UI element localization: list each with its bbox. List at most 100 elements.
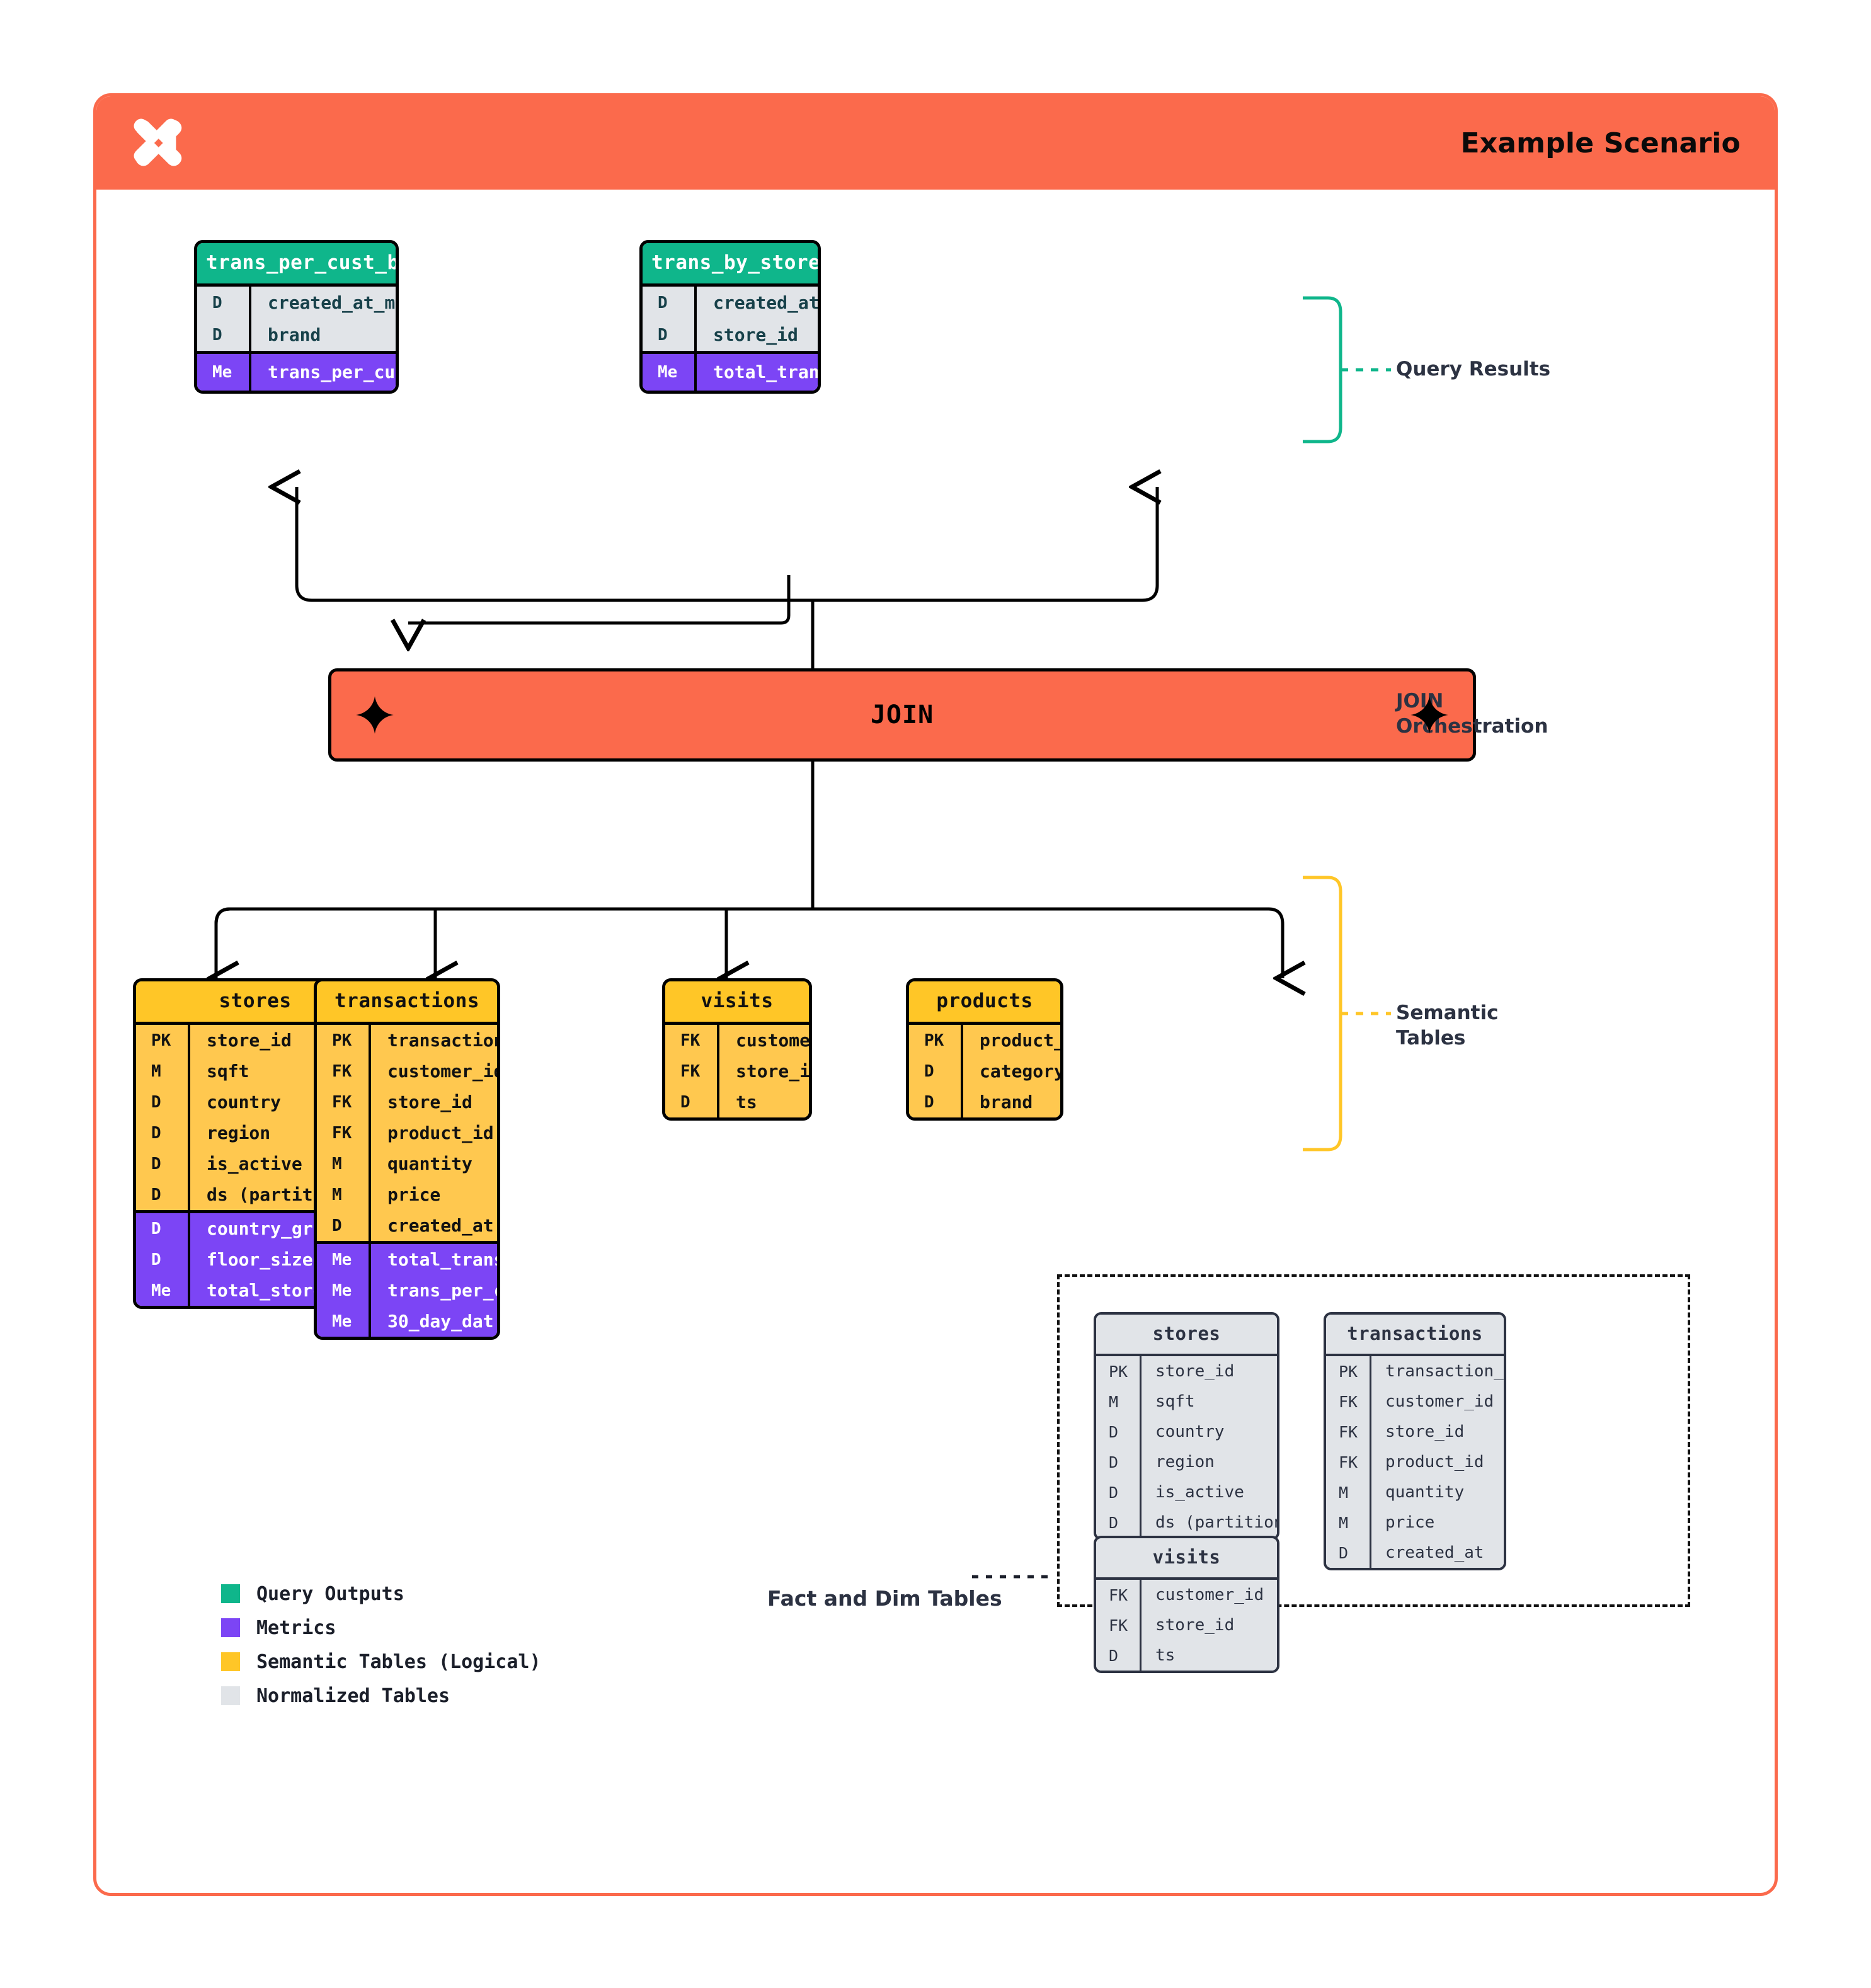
column-name: store_id <box>736 1060 811 1082</box>
column-name: store_id <box>387 1091 472 1112</box>
table-header: trans_per_cust_by_brand_month <box>197 243 396 283</box>
column-kind: D <box>643 287 697 319</box>
dimension-section: D created_at_day D store_id <box>643 283 818 351</box>
column-kind: M <box>1326 1507 1371 1538</box>
table-header: visits <box>1096 1538 1277 1577</box>
column-kind: FK <box>317 1117 371 1148</box>
column-name: category <box>980 1060 1063 1082</box>
column-kind: D <box>1096 1640 1141 1671</box>
query-result-table-trans-by-store-day[interactable]: trans_by_store_day D created_at_day D st… <box>639 240 821 394</box>
x-mark-logo-icon <box>134 118 182 166</box>
column-name: ds (partition) <box>1155 1513 1277 1532</box>
table-row: D created_at_month <box>197 287 396 319</box>
column-kind: D <box>1096 1477 1141 1507</box>
column-name: customer_id <box>387 1060 500 1082</box>
sparkle-icon <box>356 696 394 734</box>
column-kind: M <box>136 1056 190 1087</box>
table-row: PK store_id <box>1096 1356 1277 1386</box>
column-name: ts <box>736 1091 757 1112</box>
column-name: created_at_day <box>713 292 820 313</box>
column-name: quantity <box>387 1153 472 1174</box>
column-name: store_id <box>1155 1362 1235 1381</box>
column-kind: D <box>909 1056 963 1087</box>
legend-label: Query Outputs <box>256 1582 404 1605</box>
column-name: is_active <box>207 1153 302 1174</box>
legend-label: Normalized Tables <box>256 1684 450 1707</box>
column-name: store_id <box>1155 1616 1235 1635</box>
join-label: JOIN <box>870 700 934 729</box>
column-name: is_active <box>1155 1483 1244 1502</box>
column-name: total_stores <box>207 1279 335 1301</box>
column-kind: PK <box>317 1025 371 1056</box>
table-row: Dds (partition) <box>1096 1507 1277 1538</box>
column-kind: M <box>317 1148 371 1179</box>
column-name: product_id <box>387 1122 494 1143</box>
query-result-table-trans-per-cust-by-brand-month[interactable]: trans_per_cust_by_brand_month D created_… <box>194 240 399 394</box>
column-kind: D <box>1096 1447 1141 1477</box>
table-row: D store_id <box>643 319 818 351</box>
column-kind: D <box>136 1117 190 1148</box>
column-kind: FK <box>317 1056 371 1087</box>
column-name: customer_id <box>1385 1392 1494 1411</box>
column-kind: M <box>317 1179 371 1210</box>
column-name: sqft <box>207 1060 249 1082</box>
column-name: created_at <box>387 1214 494 1236</box>
column-name: store_id <box>713 324 798 345</box>
metric-section: Me total_transactions <box>643 351 818 391</box>
column-kind: D <box>136 1244 190 1275</box>
column-name: created_at <box>1385 1543 1484 1562</box>
legend-swatch-normalized-tables <box>221 1686 240 1705</box>
column-kind: D <box>197 319 251 351</box>
join-orchestration-bar[interactable]: JOIN <box>328 668 1476 762</box>
table-header: transactions <box>317 981 497 1022</box>
diagram-card: Example Scenario <box>93 93 1778 1896</box>
column-kind: Me <box>317 1244 371 1275</box>
column-kind: PK <box>136 1025 190 1056</box>
column-name: country <box>1155 1422 1225 1441</box>
column-kind: PK <box>909 1025 963 1056</box>
annotation-fact-and-dim-tables: Fact and Dim Tables <box>767 1586 1002 1611</box>
column-kind: Me <box>643 354 697 391</box>
column-name: price <box>387 1184 441 1205</box>
legend-swatch-query-outputs <box>221 1584 240 1603</box>
column-kind: D <box>643 319 697 351</box>
column-name: quantity <box>1385 1483 1465 1502</box>
column-name: customer_id <box>736 1029 811 1051</box>
column-kind: D <box>665 1087 719 1117</box>
column-kind: D <box>1096 1417 1141 1447</box>
column-name: trans_per_cust <box>387 1279 497 1301</box>
column-kind: D <box>1096 1507 1141 1538</box>
column-kind: M <box>1096 1386 1141 1417</box>
column-kind: PK <box>1096 1356 1141 1386</box>
annotation-semantic-tables: Semantic Tables <box>1396 1002 1499 1049</box>
column-kind: FK <box>1326 1447 1371 1477</box>
